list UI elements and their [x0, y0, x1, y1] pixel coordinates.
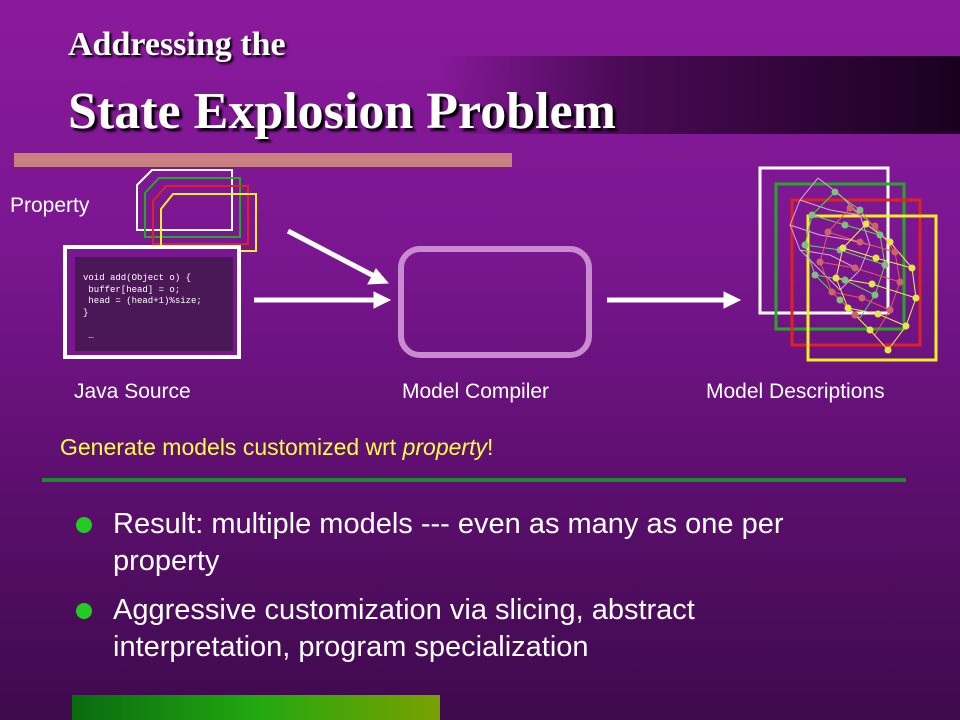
tagline-prefix: Generate models customized wrt [60, 434, 403, 460]
code-snippet: void add(Object o) { buffer[head] = o; h… [75, 257, 233, 351]
section-divider [42, 478, 906, 482]
code-line: } [83, 307, 89, 318]
tagline-suffix: ! [486, 434, 494, 460]
property-documents-icon [136, 169, 257, 252]
title-band [440, 56, 960, 134]
model-descriptions-label: Model Descriptions [706, 380, 885, 403]
footer-band [72, 695, 440, 720]
bullet-text: Aggressive customization via slicing, ab… [113, 594, 695, 663]
property-label: Property [10, 194, 90, 217]
model-descriptions-icon [758, 166, 938, 362]
bullet-list: Result: multiple models --- even as many… [76, 506, 866, 678]
code-line: void add(Object o) { [83, 273, 192, 283]
java-source-box: void add(Object o) { buffer[head] = o; h… [63, 245, 241, 359]
code-line: … [83, 330, 94, 341]
code-line: buffer[head] = o; [83, 284, 181, 295]
java-source-label: Java Source [74, 380, 191, 403]
bullet-text: Result: multiple models --- even as many… [113, 508, 784, 577]
bullet-dot-icon [76, 517, 92, 533]
title-underline [14, 153, 512, 167]
state-graph-icon [789, 177, 920, 354]
title-line-2: State Explosion Problem [68, 83, 616, 140]
bullet-item: Result: multiple models --- even as many… [76, 506, 866, 580]
tagline: Generate models customized wrt property! [60, 434, 493, 461]
model-compiler-label: Model Compiler [402, 380, 550, 403]
bullet-dot-icon [76, 603, 92, 619]
arrow-compiler-to-models [607, 291, 742, 309]
tagline-emphasis: property [402, 434, 487, 460]
code-line: head = (head+1)%size; [83, 296, 202, 306]
model-compiler-box [398, 246, 592, 358]
arrow-source-to-compiler [254, 291, 392, 309]
arrow-property-to-compiler [286, 228, 390, 285]
title-line-1: Addressing the [68, 26, 286, 63]
bullet-item: Aggressive customization via slicing, ab… [76, 592, 866, 666]
